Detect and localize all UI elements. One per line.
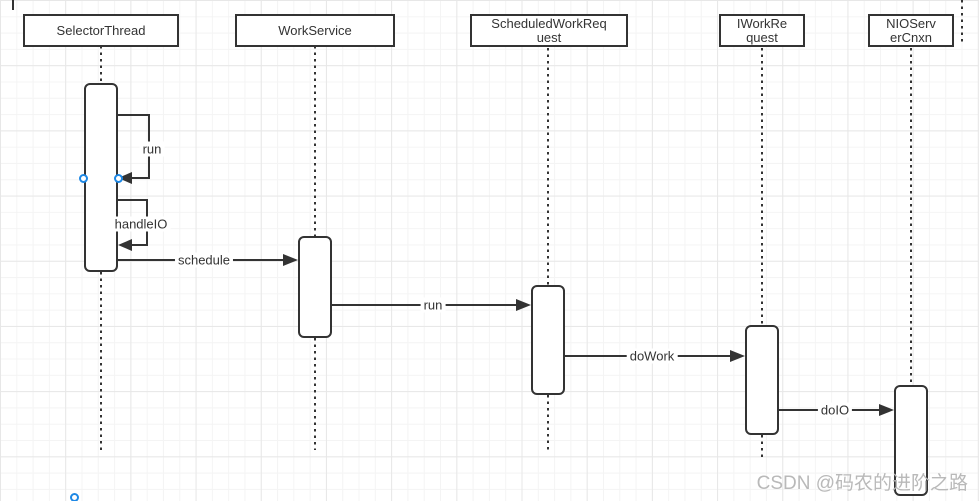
arrowhead-icon bbox=[283, 254, 298, 266]
lifeline-selectorthread[interactable] bbox=[100, 46, 102, 83]
connection-endpoint-handle[interactable] bbox=[79, 174, 88, 183]
lifeline-workservice[interactable] bbox=[314, 338, 316, 450]
activation-bar-scheduledworkrequest[interactable] bbox=[531, 285, 565, 395]
activation-bar-nioservercnxn[interactable] bbox=[894, 385, 928, 496]
lifeline-head-label: IWorkRe quest bbox=[736, 15, 788, 45]
message-label: doIO bbox=[817, 402, 853, 418]
message-line bbox=[131, 244, 148, 246]
lifeline-head-label: WorkService bbox=[278, 22, 352, 38]
lifeline-head-label: ScheduledWorkReq uest bbox=[491, 15, 607, 45]
activation-bar-selectorthread[interactable] bbox=[84, 83, 118, 272]
lifeline-head-label: NIOServ erCnxn bbox=[886, 15, 936, 45]
message-line bbox=[118, 114, 150, 116]
lifeline-head-workservice[interactable]: WorkService bbox=[235, 14, 395, 47]
activation-bar-workservice[interactable] bbox=[298, 236, 332, 338]
lifeline-selectorthread[interactable] bbox=[100, 272, 102, 451]
lifeline-head-label: SelectorThread bbox=[56, 22, 146, 38]
lifeline-iworkrequest[interactable] bbox=[761, 435, 763, 460]
message-label: handleIO bbox=[111, 216, 171, 232]
partial-lifeline bbox=[961, 0, 963, 42]
connection-endpoint-handle[interactable] bbox=[114, 174, 123, 183]
message-line bbox=[118, 199, 148, 201]
lifeline-head-iworkrequest[interactable]: IWorkRe quest bbox=[719, 14, 805, 47]
lifeline-workservice[interactable] bbox=[314, 46, 316, 236]
partial-connector-line bbox=[12, 0, 14, 10]
lifeline-scheduledworkrequest[interactable] bbox=[547, 395, 549, 453]
lifeline-scheduledworkrequest[interactable] bbox=[547, 48, 549, 285]
arrowhead-icon bbox=[879, 404, 894, 416]
arrowhead-icon bbox=[730, 350, 745, 362]
lifeline-nioservercnxn[interactable] bbox=[910, 48, 912, 385]
csdn-watermark: CSDN @码农的进阶之路 bbox=[756, 473, 968, 494]
lifeline-head-scheduledworkrequest[interactable]: ScheduledWorkReq uest bbox=[470, 14, 628, 47]
lifeline-head-selectorthread[interactable]: SelectorThread bbox=[23, 14, 179, 47]
activation-bar-iworkrequest[interactable] bbox=[745, 325, 779, 435]
message-label: run bbox=[420, 297, 446, 313]
arrowhead-icon bbox=[118, 239, 132, 251]
message-label: doWork bbox=[626, 348, 678, 364]
lifeline-head-nioservercnxn[interactable]: NIOServ erCnxn bbox=[868, 14, 954, 47]
message-line bbox=[131, 177, 150, 179]
message-label: run bbox=[139, 141, 165, 157]
message-label: schedule bbox=[174, 252, 234, 268]
arrowhead-icon bbox=[516, 299, 531, 311]
lifeline-iworkrequest[interactable] bbox=[761, 48, 763, 325]
connection-endpoint-handle[interactable] bbox=[70, 493, 79, 501]
